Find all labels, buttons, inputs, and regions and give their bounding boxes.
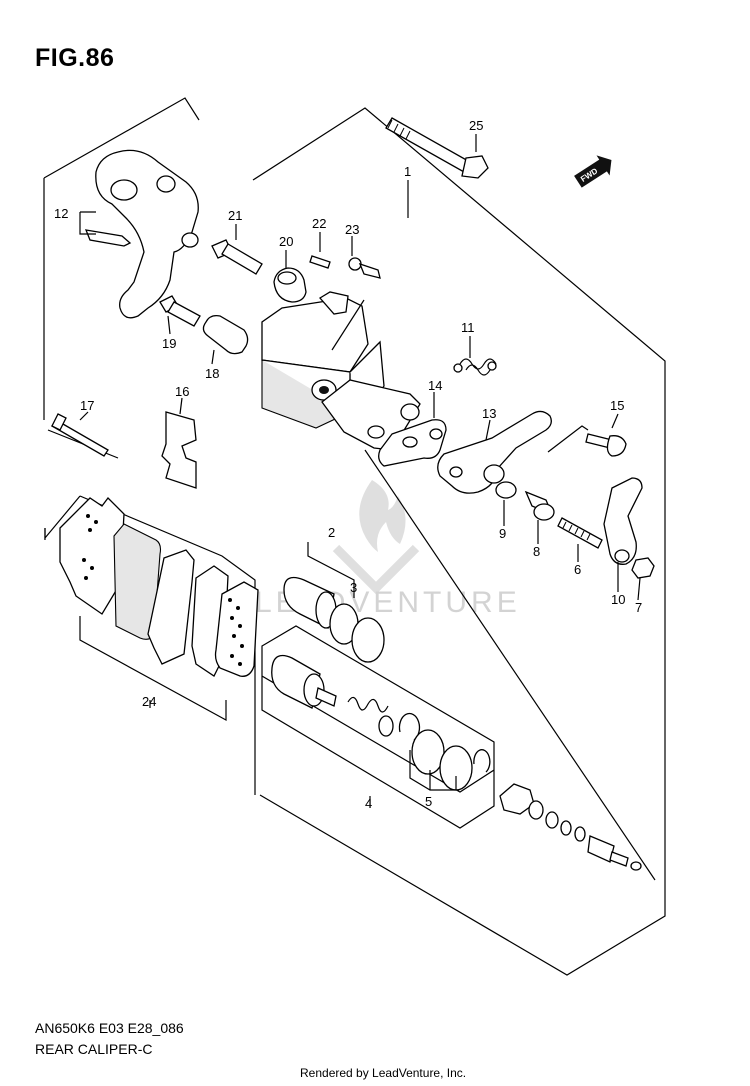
callout-5: 5	[425, 794, 432, 809]
piston-4	[271, 654, 491, 791]
callout-14: 14	[428, 378, 442, 393]
callout-2: 2	[328, 525, 335, 540]
lever-10	[603, 477, 643, 565]
callout-21: 21	[228, 208, 242, 223]
callout-25: 25	[469, 118, 483, 133]
callout-7: 7	[635, 600, 642, 615]
diagram-caption: REAR CALIPER-C	[35, 1041, 153, 1057]
piston-hardware	[499, 783, 642, 871]
callout-8: 8	[533, 544, 540, 559]
lever-13	[437, 410, 552, 494]
callout-15: 15	[610, 398, 624, 413]
pin-21	[211, 239, 263, 275]
spring-11	[453, 358, 497, 376]
callout-10: 10	[611, 592, 625, 607]
pin-19	[159, 295, 201, 327]
leader-24-box	[79, 616, 227, 722]
ring-9	[495, 481, 517, 499]
pad-spring-16	[161, 411, 197, 489]
leader-2-3	[307, 542, 355, 598]
bleeder-22	[309, 255, 331, 269]
callout-4: 4	[365, 796, 372, 811]
callout-6: 6	[574, 562, 581, 577]
callout-labels: 25 1 12 21 20 22 23 11 19 18 14 16 17 13…	[54, 118, 642, 811]
outline-diagonal	[364, 449, 656, 881]
adjuster-8	[524, 490, 555, 521]
assembly-outline	[43, 97, 666, 976]
bracket-12	[84, 149, 199, 319]
callout-20: 20	[279, 234, 293, 249]
bolt-25	[385, 117, 489, 179]
seal-3b	[351, 617, 385, 663]
callout-24: 24	[142, 694, 156, 709]
callout-9: 9	[499, 526, 506, 541]
callout-17: 17	[80, 398, 94, 413]
figure-title: FIG.86	[35, 44, 115, 72]
callout-12: 12	[54, 206, 68, 221]
callout-11: 11	[461, 320, 475, 335]
gasket-14	[378, 419, 447, 467]
leader-12	[79, 211, 96, 235]
boot-20	[273, 267, 307, 303]
callout-23: 23	[345, 222, 359, 237]
rendered-by-credit: Rendered by LeadVenture, Inc.	[300, 1066, 467, 1080]
callout-18: 18	[205, 366, 219, 381]
seal-kit-box	[261, 625, 495, 829]
callout-19: 19	[162, 336, 176, 351]
callout-22: 22	[312, 216, 326, 231]
pad-pin-17	[51, 413, 109, 457]
pin-18	[202, 314, 249, 355]
brake-pads-24	[59, 497, 259, 677]
leader-lines	[79, 134, 641, 808]
nut-7	[631, 557, 655, 579]
cap-23	[348, 257, 381, 279]
leader-15-box	[547, 425, 589, 453]
bolt-15	[585, 433, 627, 457]
callout-16: 16	[175, 384, 189, 399]
screw-6	[557, 517, 603, 549]
diagram-code: AN650K6 E03 E28_086	[35, 1020, 184, 1036]
callout-3: 3	[350, 580, 357, 595]
caliper-body-1	[261, 291, 421, 451]
callout-1: 1	[404, 164, 411, 179]
fwd-badge: FWD	[574, 155, 612, 188]
callout-13: 13	[482, 406, 496, 421]
